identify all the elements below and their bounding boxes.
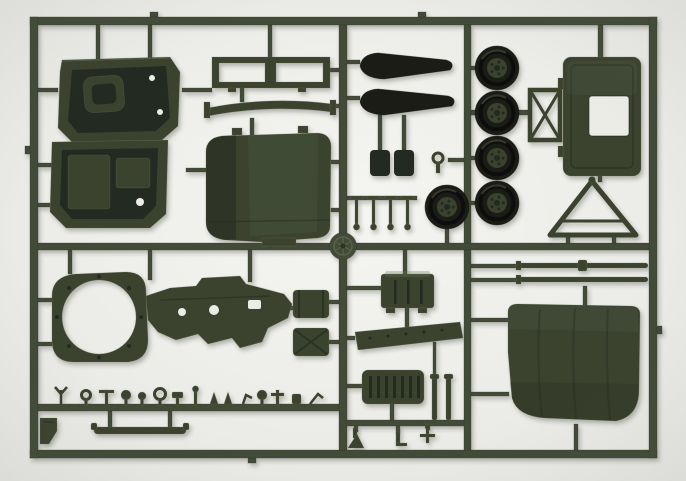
cab-panel [205, 125, 332, 247]
body-tub [49, 56, 181, 229]
road-wheel [473, 134, 521, 182]
road-wheel [473, 179, 521, 227]
road-wheel [473, 44, 521, 92]
gearbox [380, 271, 435, 314]
radiator-grille [361, 369, 425, 405]
medallion [329, 232, 357, 260]
road-wheel [473, 89, 521, 137]
canvas-tilt [507, 303, 641, 422]
spare-wheel [423, 183, 471, 231]
door-panel [557, 56, 642, 177]
